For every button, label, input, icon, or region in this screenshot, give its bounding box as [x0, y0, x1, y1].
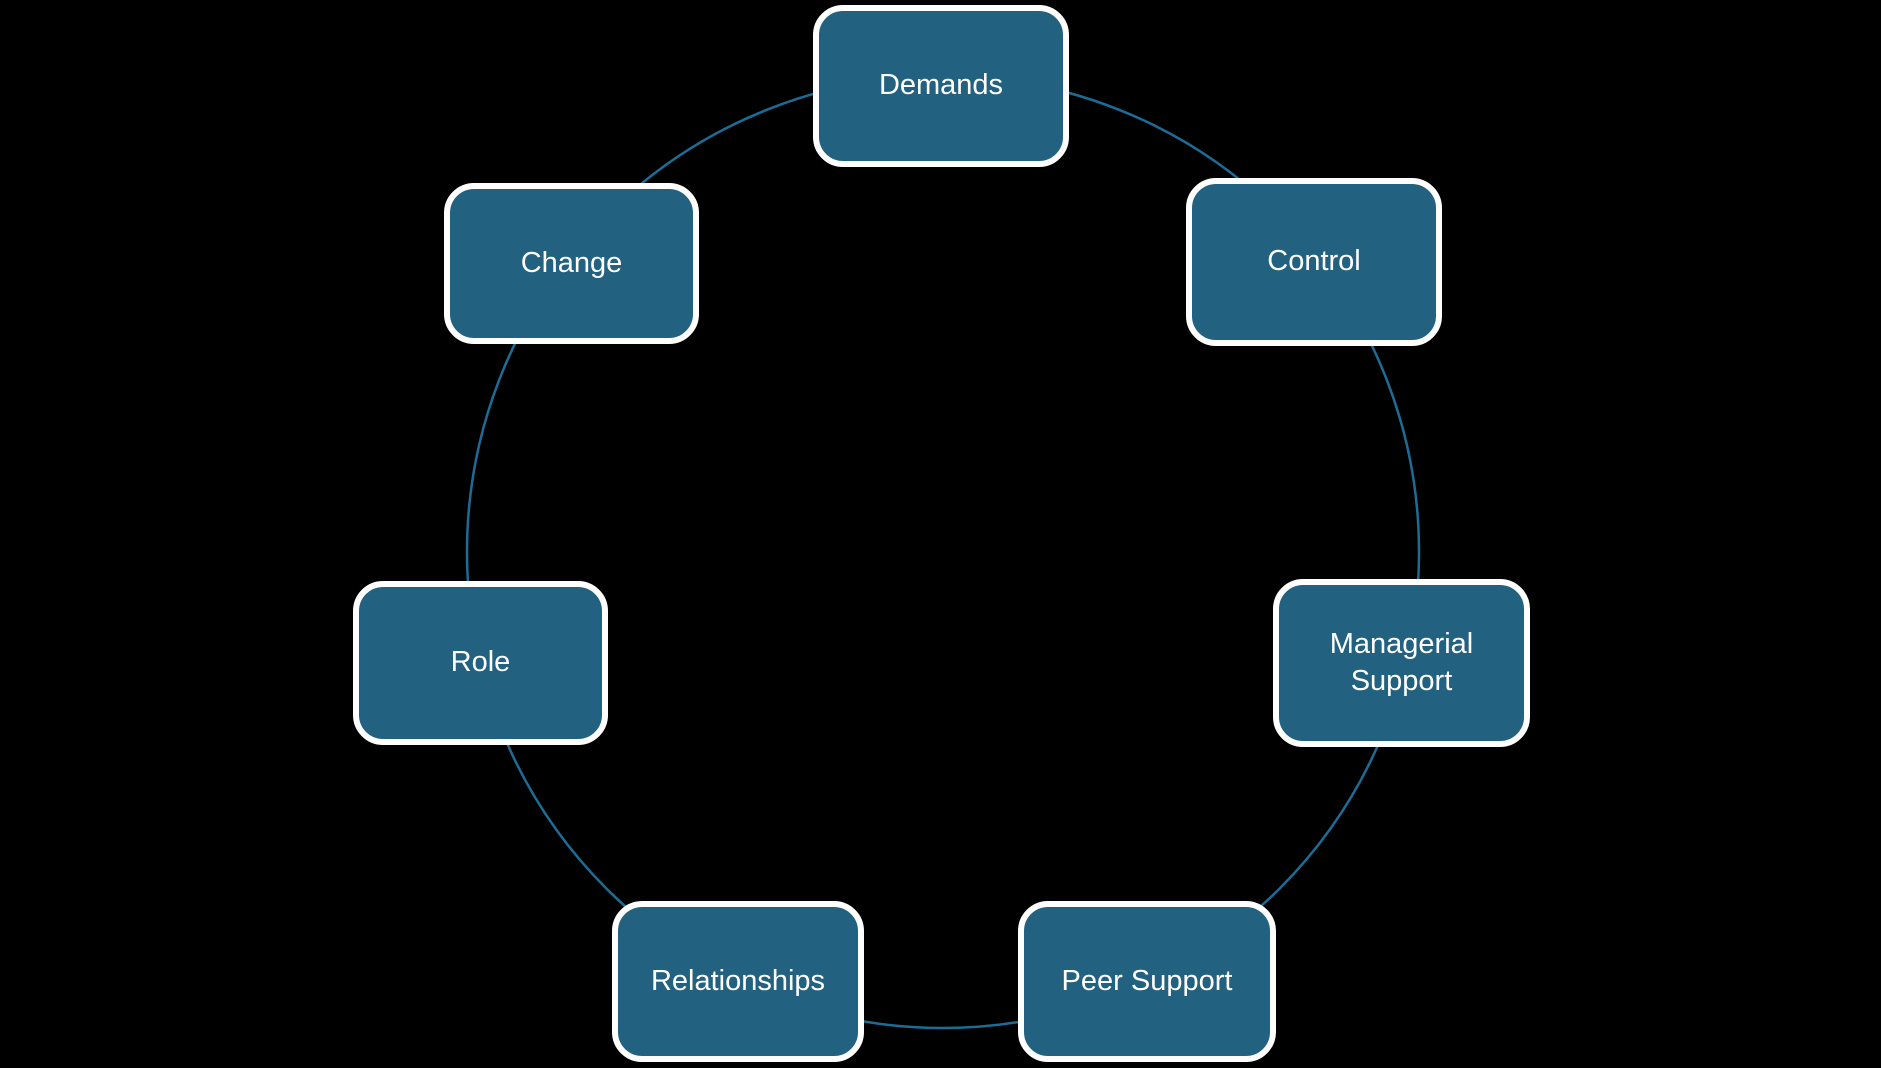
node-managerial-support: Managerial Support [1273, 579, 1530, 747]
node-peer-support: Peer Support [1018, 901, 1276, 1062]
node-relationships-label: Relationships [650, 964, 826, 997]
node-relationships: Relationships [612, 901, 864, 1062]
node-demands: Demands [813, 5, 1069, 167]
node-role: Role [353, 581, 608, 745]
node-role-label: Role [450, 646, 511, 679]
node-demands-label: Demands [878, 69, 1004, 102]
node-control: Control [1186, 178, 1442, 346]
node-managerial-support-label: Managerial Support [1329, 627, 1474, 697]
node-control-label: Control [1267, 245, 1361, 278]
node-peer-support-label: Peer Support [1061, 964, 1233, 997]
node-change: Change [444, 183, 699, 344]
node-change-label: Change [520, 246, 623, 279]
